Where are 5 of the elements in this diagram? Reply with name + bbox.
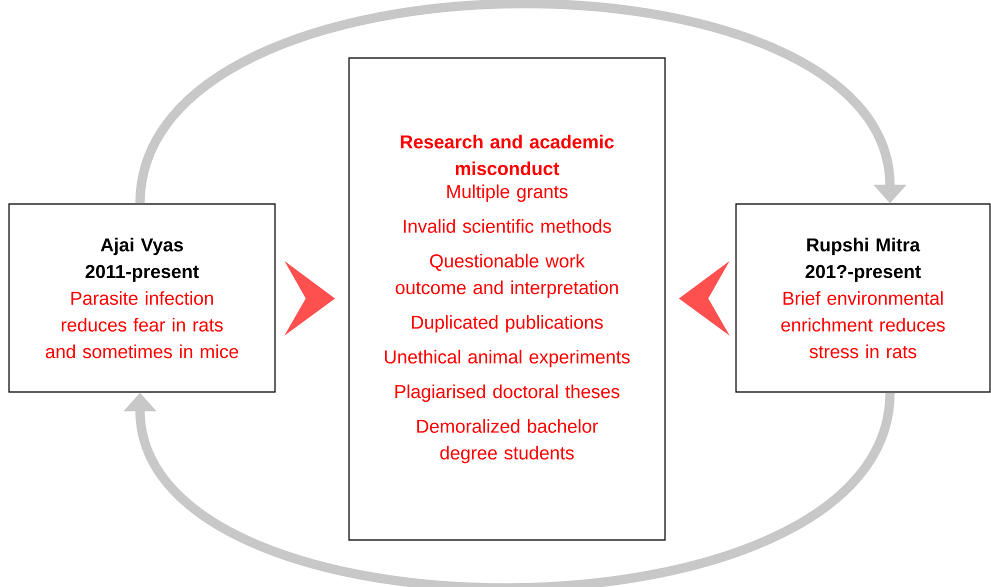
curved-arrow [123, 391, 895, 587]
curved-arrow [135, 0, 907, 205]
text-box: Ajai Vyas 2011-present Parasite infection reduces fear in rats and sometimes in mice [8, 203, 276, 393]
text-box: Research and academic misconduct Multiple grants Invalid scientific methods Questionable work outcome and interpretation Duplicated publications Unethical animal experiments Plagiarised doctoral theses Demoralized bachelor degree students [348, 57, 666, 541]
text-box: Rupshi Mitra 201?-present Brief environmental enrichment reduces stress in rats [735, 203, 991, 393]
